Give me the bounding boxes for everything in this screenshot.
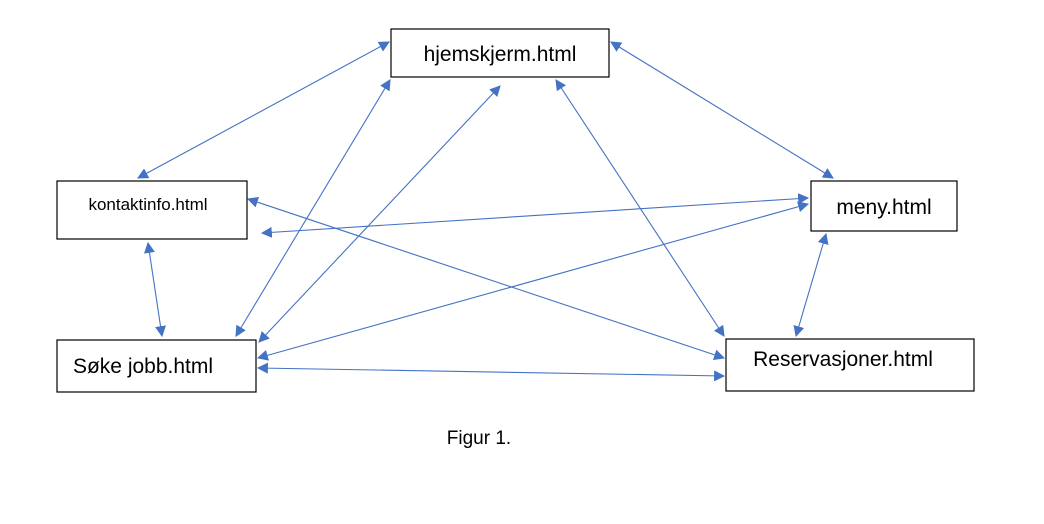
edge-soke-reserv	[256, 362, 726, 382]
edge-meny-reserv	[793, 232, 829, 338]
node-box-meny	[810, 180, 958, 232]
node-soke: Søke jobb.html	[56, 339, 257, 393]
edge-hjem-kontakt	[137, 41, 390, 179]
edge-hjem-soke	[235, 79, 391, 337]
node-box-soke	[56, 339, 257, 393]
nodes-layer: hjemskjerm.html kontaktinfo.html meny.html…	[56, 28, 975, 393]
node-label-hjem: hjemskjerm.html	[424, 43, 577, 66]
edges-layer	[137, 41, 834, 382]
edge-hjem-reserv	[555, 79, 725, 337]
node-label-reserv: Reservasjoner.html	[753, 348, 933, 371]
node-label-meny: meny.html	[836, 196, 931, 219]
edge-meny-soke	[256, 201, 810, 361]
node-reserv: Reservasjoner.html	[725, 338, 975, 392]
node-label-kontakt: kontaktinfo.html	[88, 195, 207, 214]
node-kontakt: kontaktinfo.html	[56, 180, 248, 240]
edge-kontakt-soke	[144, 241, 166, 338]
node-box-reserv	[725, 338, 975, 392]
node-hjem: hjemskjerm.html	[390, 28, 610, 78]
node-box-kontakt	[56, 180, 248, 240]
edge-hjem-meny	[610, 41, 834, 179]
node-meny: meny.html	[810, 180, 958, 232]
figure-caption: Figur 1.	[447, 428, 511, 449]
node-label-soke: Søke jobb.html	[73, 355, 213, 378]
node-box-hjem	[390, 28, 610, 78]
edge-kontakt-meny	[260, 193, 810, 238]
edge-hjem-soke	[258, 85, 501, 343]
